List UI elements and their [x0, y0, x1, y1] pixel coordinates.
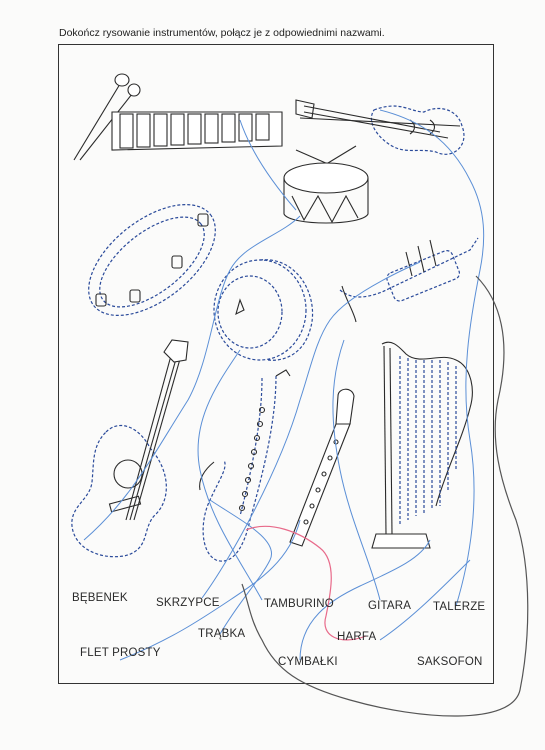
saxophone-icon[interactable]: [199, 369, 291, 562]
cymbal-icon[interactable]: [213, 259, 314, 361]
pencil-connection-lines: [83, 109, 529, 717]
label-harfa[interactable]: HARFA: [337, 631, 377, 643]
drum-icon[interactable]: [283, 145, 369, 224]
violin-icon[interactable]: [295, 99, 465, 155]
label-gitara[interactable]: GITARA: [368, 600, 412, 612]
label-tamburino[interactable]: TAMBURINO: [264, 598, 334, 610]
trumpet-icon[interactable]: [339, 237, 479, 323]
label-saksofon[interactable]: SAKSOFON: [417, 656, 483, 668]
label-bebenek[interactable]: BĘBENEK: [72, 592, 128, 604]
instruction-text: Dokończ rysowanie instrumentów, połącz j…: [59, 27, 385, 39]
guitar-icon[interactable]: [71, 339, 189, 558]
label-cymbalki[interactable]: CYMBAŁKI: [278, 656, 338, 668]
recorder-icon[interactable]: [289, 388, 355, 547]
harp-icon[interactable]: [371, 341, 473, 549]
label-trabka[interactable]: TRĄBKA: [198, 628, 246, 640]
label-flet-prosty[interactable]: FLET PROSTY: [80, 647, 161, 659]
xylophone-icon[interactable]: [73, 73, 283, 161]
label-talerze[interactable]: TALERZE: [433, 601, 486, 613]
tambourine-icon[interactable]: [69, 183, 235, 337]
worksheet-frame: [58, 44, 494, 684]
label-skrzypce[interactable]: SKRZYPCE: [156, 597, 220, 609]
